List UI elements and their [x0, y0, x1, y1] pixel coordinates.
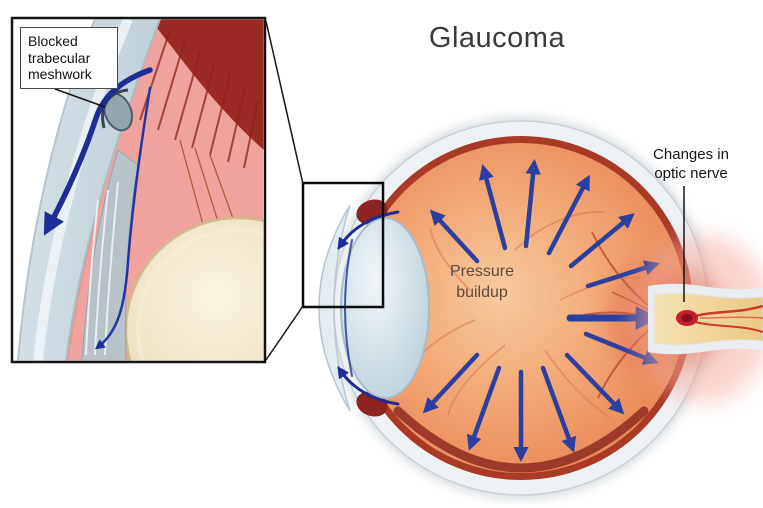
- pressure-arrow: [568, 213, 635, 269]
- diagram-title: Glaucoma: [428, 22, 566, 54]
- ciliary-fiber: [191, 61, 216, 149]
- vein: [429, 227, 471, 291]
- optic-nerve: [653, 292, 763, 346]
- vein: [544, 349, 611, 419]
- aqueous-flow-arrow: [337, 210, 400, 250]
- optic-label-line1: Changes in: [653, 146, 729, 163]
- nerve-vessel: [699, 316, 763, 319]
- vein: [514, 210, 606, 251]
- pressure-arrow: [585, 260, 660, 289]
- ciliary-fiber: [174, 51, 201, 141]
- pressure-arrow: [478, 164, 508, 251]
- pressure-arrow: [546, 174, 590, 256]
- ciliary-fiber: [243, 99, 259, 169]
- inset-lens-highlight: [136, 228, 264, 361]
- secondary-flow-arrow: [94, 86, 152, 350]
- inset-label-line2: trabecular: [28, 49, 91, 66]
- pressure-buildup-label: Pressure buildup: [420, 262, 544, 304]
- zonule-fibers: [179, 139, 236, 233]
- optic-nerve-label: Changes in optic nerve: [629, 146, 753, 184]
- vein: [447, 344, 506, 416]
- zoom-rectangle: [301, 181, 385, 309]
- cornea: [318, 204, 351, 412]
- zonule-fiber: [194, 147, 221, 229]
- pressure-arrow: [564, 352, 625, 415]
- inset-iris: [81, 149, 139, 361]
- pressure-arrow: [429, 209, 480, 264]
- ciliary-fiber: [227, 87, 246, 163]
- pressure-arrow: [540, 365, 577, 453]
- ciliary-fiber: [139, 29, 171, 121]
- iris-striation: [94, 189, 109, 356]
- magnifier-connector-line-bottom: [265, 305, 304, 361]
- aqueous-flow-arrow: [337, 366, 400, 406]
- inset-label-pointer-line: [54, 88, 106, 108]
- ciliary-fibers: [139, 29, 259, 169]
- zonule-fiber: [179, 139, 206, 233]
- inset-label: Blocked trabecular meshwork: [20, 27, 118, 89]
- pressure-arrows: [422, 158, 660, 463]
- pressure-arrow: [422, 352, 480, 414]
- inset-ciliary-mass: [150, 19, 264, 150]
- zonule-fiber: [209, 154, 236, 225]
- eye-diagram: [301, 117, 763, 499]
- pressure-arrow: [523, 158, 541, 249]
- iris-striation: [85, 199, 99, 356]
- optic-label-line2: optic nerve: [654, 164, 728, 182]
- inset-label-line1: Blocked: [28, 33, 78, 49]
- magnifier-connector-line-top: [265, 20, 304, 185]
- inset-label-line3: meshwork: [28, 66, 92, 83]
- pressure-arrow: [466, 365, 502, 451]
- bottom-choroid-crescent: [393, 406, 649, 473]
- inset-lens: [124, 216, 264, 361]
- blocked-flow-arrow: [43, 67, 153, 236]
- ciliary-fiber: [157, 39, 186, 131]
- pressure-label-line2: buildup: [456, 283, 508, 301]
- inset-border: [10, 16, 267, 364]
- ciliary-fiber: [209, 74, 231, 156]
- inset-cornea-inner-edge: [65, 19, 161, 361]
- nerve-damage-core: [681, 314, 693, 322]
- pressure-label-line1: Pressure: [449, 263, 515, 280]
